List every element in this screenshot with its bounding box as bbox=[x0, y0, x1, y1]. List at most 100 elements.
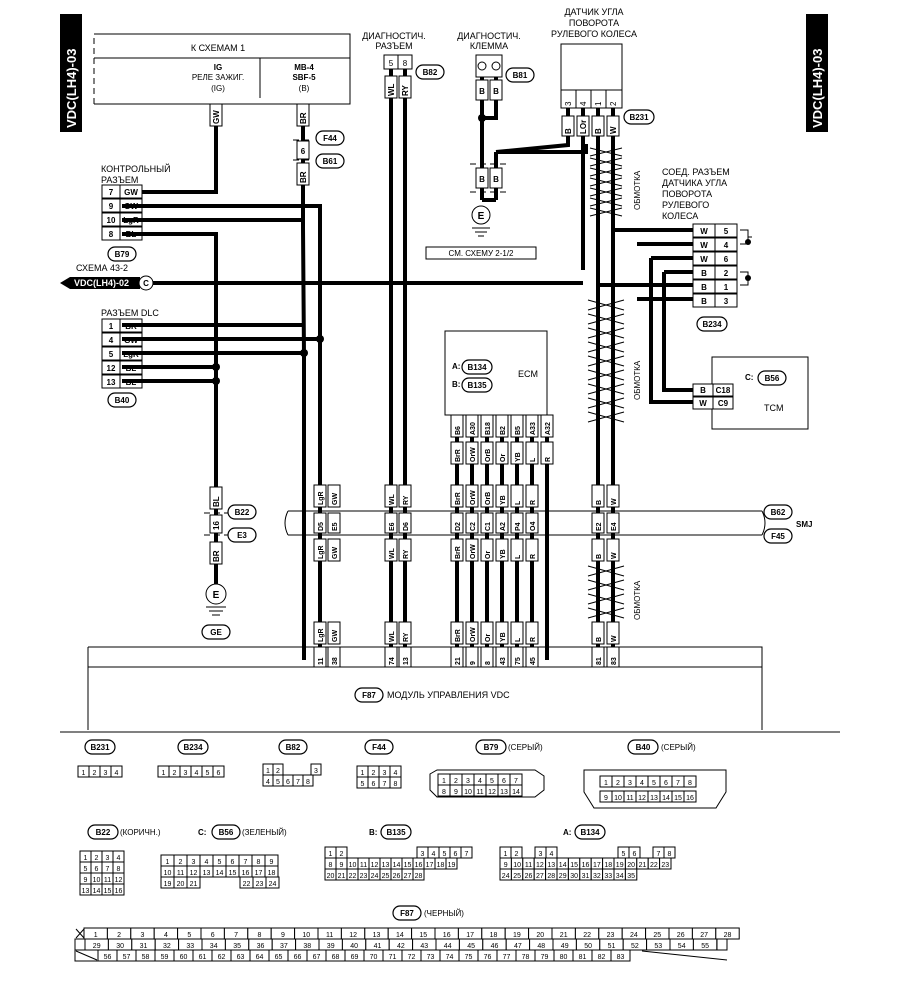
sensor-pin: 6 bbox=[724, 255, 729, 264]
f87-view-pin: 16 bbox=[443, 932, 451, 939]
smj-top-wire-tag bbox=[398, 484, 412, 508]
b134-view-pin: 29 bbox=[559, 873, 567, 880]
f87-view-pin: 58 bbox=[142, 954, 150, 961]
sensor-wire: W bbox=[700, 255, 708, 264]
b56-view-pin: 7 bbox=[244, 859, 248, 866]
f87-view-pin: 57 bbox=[123, 954, 131, 961]
sensor-pin: 5 bbox=[724, 227, 729, 236]
smj-pin: C1 bbox=[485, 522, 492, 531]
b79-view-pin: 12 bbox=[488, 789, 496, 796]
b56-view-badge-text: B56 bbox=[219, 828, 234, 837]
b56-view-pin: 3 bbox=[192, 859, 196, 866]
svg-text:BR: BR bbox=[212, 550, 221, 562]
b56-view-pin: 6 bbox=[231, 859, 235, 866]
vdc-wire-tag bbox=[384, 621, 398, 645]
smj-bottom-wire: W bbox=[611, 552, 618, 559]
b134-view-pin: 6 bbox=[633, 851, 637, 858]
b135-view-pin: 21 bbox=[338, 873, 346, 880]
smj-bottom-wire: GW bbox=[332, 547, 339, 559]
f87-view-pin: 18 bbox=[490, 932, 498, 939]
b82-view-cell bbox=[302, 774, 314, 787]
smj-pin: D2 bbox=[455, 522, 462, 531]
f87-view-pin: 1 bbox=[94, 932, 98, 939]
b22-view-cell bbox=[112, 883, 125, 896]
b61-badge: B61 bbox=[315, 153, 345, 169]
f44-view-pin: 3 bbox=[383, 770, 387, 777]
scheme-reference: СХЕМА 43-2 VDC(LH4)-02 C bbox=[60, 263, 154, 291]
vdc-pin-cell bbox=[327, 646, 341, 668]
svg-text:ДАТЧИК УГЛА: ДАТЧИК УГЛА bbox=[564, 7, 623, 17]
svg-text:BL: BL bbox=[212, 496, 221, 507]
svg-text:B82: B82 bbox=[423, 68, 438, 77]
f87-view-pin: 77 bbox=[503, 954, 511, 961]
ecm-wire-tag bbox=[495, 441, 509, 465]
svg-text:КЛЕММА: КЛЕММА bbox=[470, 41, 508, 51]
b134-view-pin: 32 bbox=[593, 873, 601, 880]
ecm-wire-label: L bbox=[530, 457, 537, 462]
wire-tag-gw: GW bbox=[212, 110, 221, 124]
b40-view-pin: 14 bbox=[662, 795, 670, 802]
smj-bottom-wire-tag bbox=[450, 538, 464, 562]
b-line-2: SBF-5 bbox=[292, 73, 316, 82]
b135-view-pin: 23 bbox=[360, 873, 368, 880]
f87-view-pin: 9 bbox=[281, 932, 285, 939]
svg-text:RY: RY bbox=[401, 85, 410, 96]
svg-text:B22: B22 bbox=[235, 508, 250, 517]
b56-view-suffix: (ЗЕЛЕНЫЙ) bbox=[242, 828, 287, 837]
smj-pin: E6 bbox=[389, 522, 396, 531]
vdc-pin-cell bbox=[480, 646, 494, 668]
svg-text:TCM: TCM bbox=[764, 403, 784, 413]
side-tag-right: VDC(LH4)-03 bbox=[806, 14, 828, 132]
sensor-wire: B bbox=[701, 283, 707, 292]
f87-view-pin: 36 bbox=[257, 943, 265, 950]
b40-view-pin: 12 bbox=[638, 795, 646, 802]
vdc-wire-tag bbox=[510, 621, 524, 645]
smj-bottom-wire-tag bbox=[495, 538, 509, 562]
smj-top-wire-tag bbox=[313, 484, 327, 508]
f87-view-pin: 78 bbox=[522, 954, 530, 961]
b135-view-cell bbox=[412, 868, 425, 881]
svg-text:C9: C9 bbox=[718, 399, 729, 408]
f87-view-pin: 67 bbox=[313, 954, 321, 961]
b134-view-pin: 31 bbox=[582, 873, 590, 880]
ecm-wire-label: OrW bbox=[470, 447, 477, 462]
svg-text:B: B bbox=[479, 87, 485, 96]
b79-view-pin: 13 bbox=[500, 789, 508, 796]
svg-text:B56: B56 bbox=[765, 374, 780, 383]
ecm-wire-label: OrB bbox=[485, 449, 492, 462]
b40-view-pin: 3 bbox=[628, 780, 632, 787]
ecm-pin: B6 bbox=[455, 426, 462, 435]
b40-view-pin: 15 bbox=[674, 795, 682, 802]
b22-view-pin: 3 bbox=[106, 855, 110, 862]
b-line-1: MB-4 bbox=[294, 63, 314, 72]
vdc-wire: R bbox=[530, 637, 537, 642]
smj-bottom-wire-tag bbox=[480, 538, 494, 562]
f87-view-pin: 44 bbox=[444, 943, 452, 950]
f87-view-pin: 73 bbox=[427, 954, 435, 961]
smj-top-wire-tag bbox=[606, 484, 620, 508]
sensor-pin: 1 bbox=[724, 283, 729, 292]
b40-view-pin: 4 bbox=[640, 780, 644, 787]
b134-view-pin: 9 bbox=[504, 862, 508, 869]
f87-view-pin: 51 bbox=[608, 943, 616, 950]
f87-view-pin: 81 bbox=[579, 954, 587, 961]
vdc-pin-cell bbox=[510, 646, 524, 668]
b134-view-pin: 14 bbox=[559, 862, 567, 869]
b40-view-pin: 13 bbox=[650, 795, 658, 802]
f87-view-pin: 10 bbox=[302, 932, 310, 939]
b135-view-pin: 6 bbox=[454, 851, 458, 858]
b134-view-prefix: A: bbox=[563, 828, 571, 837]
b134-view-pin: 20 bbox=[627, 862, 635, 869]
f87-view-pin: 4 bbox=[164, 932, 168, 939]
svg-text:B: B bbox=[493, 87, 499, 96]
b134-view-pin: 22 bbox=[650, 862, 658, 869]
smj-top-wire-tag bbox=[510, 484, 524, 508]
f44-view-pin: 5 bbox=[361, 781, 365, 788]
svg-text:B231: B231 bbox=[629, 113, 649, 122]
vdc-wire: LgR bbox=[318, 628, 325, 642]
ecm-wire-label: YB bbox=[515, 452, 522, 462]
f44-view-pin: 1 bbox=[361, 770, 365, 777]
b134-view-pin: 25 bbox=[513, 873, 521, 880]
smj-pin-cell bbox=[510, 512, 524, 534]
